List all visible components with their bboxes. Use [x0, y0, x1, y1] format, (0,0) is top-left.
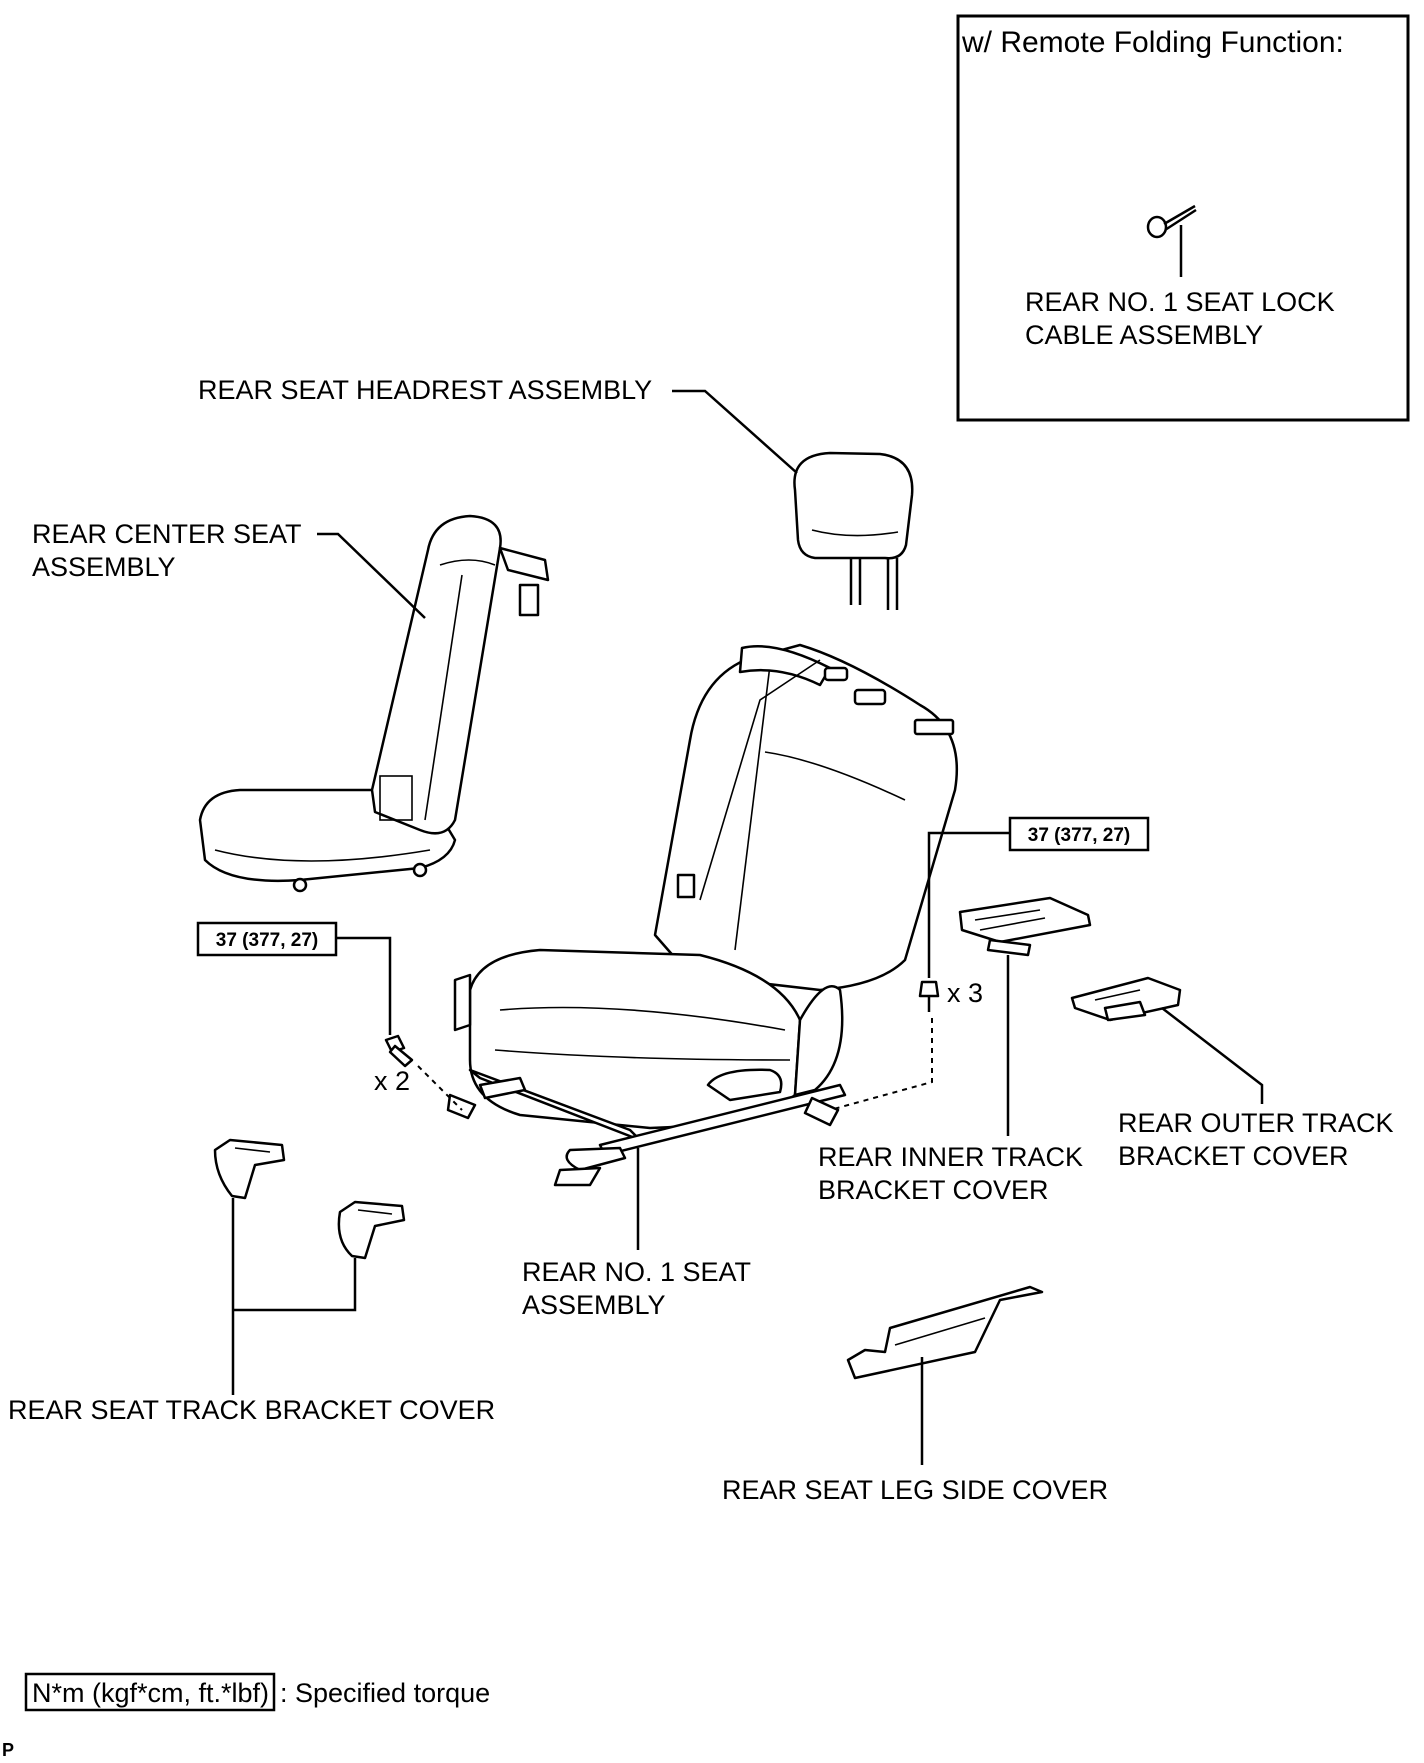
headrest-label: REAR SEAT HEADREST ASSEMBLY: [198, 375, 652, 405]
left-bolt-qty: x 2: [374, 1066, 410, 1096]
torque-legend: N*m (kgf*cm, ft.*lbf) : Specified torque: [24, 1672, 490, 1712]
center-seat-leader: [317, 532, 426, 619]
no1-seat-label-2: ASSEMBLY: [522, 1290, 666, 1320]
seat-lock-cable-label-1: REAR NO. 1 SEAT LOCK: [1025, 287, 1335, 317]
center-seat-label-2: ASSEMBLY: [32, 552, 176, 582]
track-cover-leader: [231, 1198, 357, 1395]
legend-box-text: N*m (kgf*cm, ft.*lbf): [32, 1678, 269, 1708]
track-cover-label: REAR SEAT TRACK BRACKET COVER: [8, 1395, 495, 1425]
outer-cover-leader: [1161, 1007, 1264, 1104]
headrest-part: [793, 451, 914, 610]
inner-cover-label-2: BRACKET COVER: [818, 1175, 1049, 1205]
seat-lock-cable-label-2: CABLE ASSEMBLY: [1025, 320, 1263, 350]
track-bracket-cover-2: [337, 1200, 406, 1260]
leg-cover-label: REAR SEAT LEG SIDE COVER: [722, 1475, 1108, 1505]
inner-cover-label-1: REAR INNER TRACK: [818, 1142, 1083, 1172]
seat-lock-cable-part: [1146, 204, 1197, 277]
right-torque-callout: 37 (377, 27): [927, 816, 1150, 978]
center-seat-part: [198, 514, 550, 893]
outer-track-cover-part: [1070, 976, 1182, 1022]
left-bolt-dashed-leader: [417, 1065, 463, 1111]
center-seat-label-1: REAR CENTER SEAT: [32, 519, 302, 549]
remote-folding-inset: w/ Remote Folding Function: REAR NO. 1 S…: [956, 14, 1410, 422]
left-torque-value: 37 (377, 27): [216, 930, 318, 951]
no1-seat-part: [446, 643, 959, 1187]
outer-cover-label-2: BRACKET COVER: [1118, 1141, 1349, 1171]
leg-side-cover-part: [846, 1285, 1044, 1380]
right-torque-value: 37 (377, 27): [1028, 825, 1130, 846]
corner-mark: P: [2, 1740, 14, 1760]
outer-cover-label-1: REAR OUTER TRACK: [1118, 1108, 1394, 1138]
left-bolt: [384, 1034, 414, 1068]
track-bracket-cover-1: [213, 1138, 286, 1200]
right-bolt-dashed-leader: [829, 1018, 933, 1111]
no1-seat-label-1: REAR NO. 1 SEAT: [522, 1257, 751, 1287]
headrest-leader: [672, 389, 798, 474]
right-bolt: [918, 980, 940, 1012]
right-bolt-qty: x 3: [947, 978, 983, 1008]
legend-description: : Specified torque: [280, 1678, 490, 1708]
inset-title: w/ Remote Folding Function:: [961, 26, 1344, 59]
inner-track-cover-part: [958, 896, 1092, 957]
left-torque-callout: 37 (377, 27): [196, 921, 392, 1035]
